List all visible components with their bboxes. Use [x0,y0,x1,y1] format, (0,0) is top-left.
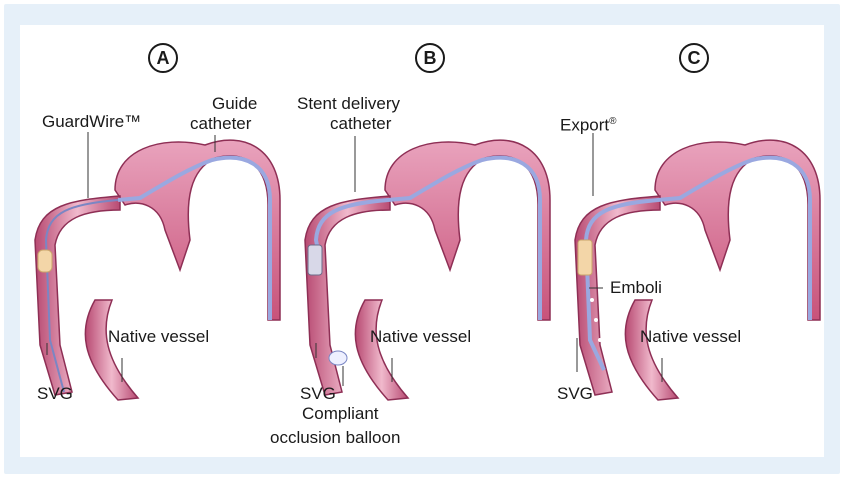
label-export-text: Export [560,116,609,135]
label-svg-c: SVG [557,384,593,404]
label-native-vessel-c: Native vessel [640,327,741,347]
panel-c-drawing [575,140,820,400]
label-stent-delivery-1: Stent delivery [297,94,400,114]
label-svg-a: SVG [37,384,73,404]
emboli-dot [590,298,594,302]
occlusion-balloon-b [329,351,347,365]
label-emboli: Emboli [610,278,662,298]
label-balloon-1: Compliant [302,404,379,424]
stent-c [578,240,592,275]
panel-label-a: A [148,43,178,73]
label-guide-catheter-2: catheter [190,114,251,134]
label-guide-catheter-1: Guide [212,94,257,114]
native-vessel-b [355,300,408,400]
label-balloon-2: occlusion balloon [270,428,400,448]
native-vessel-c [625,300,678,400]
native-vessel-a [85,300,138,400]
emboli-dot [594,318,598,322]
label-svg-b: SVG [300,384,336,404]
label-export-mark: ® [609,116,616,127]
panel-b-drawing [305,140,550,400]
stent-b [308,245,322,275]
wire-balloon-a [38,250,52,272]
emboli-dot [598,338,602,342]
panel-label-b: B [415,43,445,73]
label-native-vessel-b: Native vessel [370,327,471,347]
label-stent-delivery-2: catheter [330,114,391,134]
label-native-vessel-a: Native vessel [108,327,209,347]
label-export: Export® [560,112,617,136]
label-guardwire: GuardWire™ [42,112,141,132]
panel-a-drawing [35,140,280,400]
panel-label-c: C [679,43,709,73]
